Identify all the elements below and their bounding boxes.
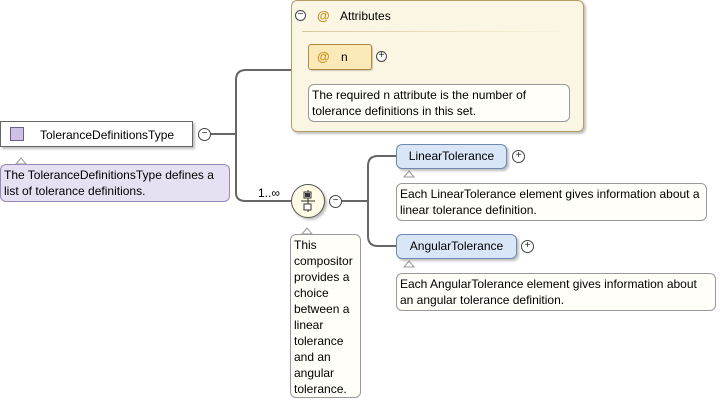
attribute-n[interactable]: @ n [308, 44, 372, 70]
attribute-icon: @ [317, 49, 330, 64]
type-doc: The ToleranceDefinitionsType defines a l… [0, 164, 230, 202]
cardinality-label: 1..∞ [258, 186, 280, 200]
angular-tolerance-expand-icon[interactable]: + [521, 240, 534, 253]
attributes-collapse-icon[interactable]: − [295, 10, 306, 21]
choice-icon [301, 190, 315, 212]
linear-tolerance-label: LinearTolerance [408, 149, 495, 163]
linear-tolerance-doc: Each LinearTolerance element gives infor… [396, 183, 707, 221]
compositor-collapse-icon[interactable]: − [329, 195, 342, 208]
compositor-doc: This compositor provides a choice betwee… [290, 234, 361, 398]
type-collapse-icon[interactable]: − [198, 128, 211, 141]
angular-tolerance-doc: Each AngularTolerance element gives info… [396, 273, 716, 311]
type-name: ToleranceDefinitionsType [40, 128, 175, 142]
attribute-group-icon: @ [317, 8, 330, 23]
choice-compositor[interactable] [291, 184, 325, 218]
attributes-title: Attributes [340, 9, 391, 23]
linear-tolerance-element[interactable]: LinearTolerance [396, 144, 507, 169]
attribute-n-expand-icon[interactable]: + [376, 51, 387, 62]
attribute-n-label: n [341, 50, 348, 64]
angular-tolerance-label: AngularTolerance [409, 239, 504, 253]
angular-tolerance-element[interactable]: AngularTolerance [396, 234, 517, 259]
attributes-group: − @ Attributes @ n + The required n attr… [291, 0, 584, 132]
attribute-n-doc: The required n attribute is the number o… [308, 84, 570, 122]
tolerance-definitions-type-node[interactable]: ToleranceDefinitionsType [0, 121, 193, 147]
complex-type-icon [10, 127, 24, 141]
linear-tolerance-expand-icon[interactable]: + [512, 150, 525, 163]
attributes-header-divider [302, 31, 572, 32]
